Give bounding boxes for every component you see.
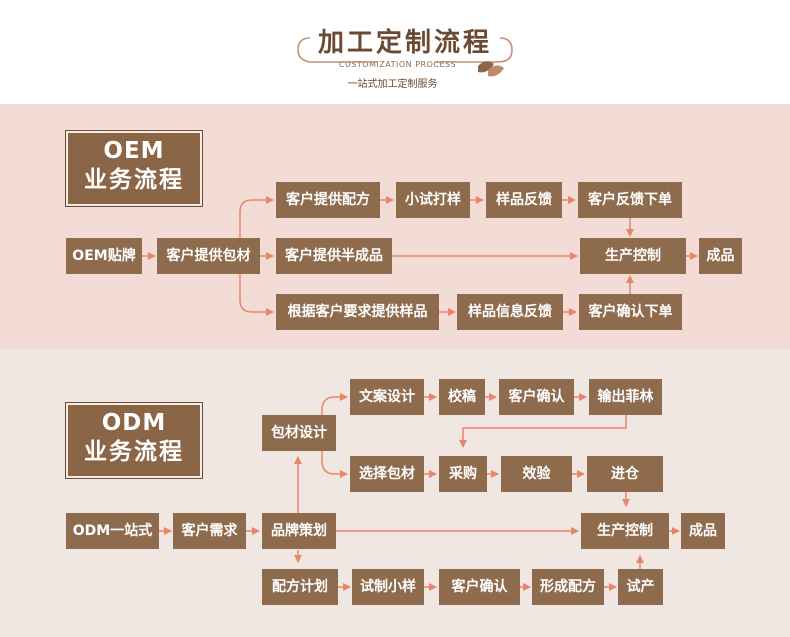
oem-client-formula-node: 客户提供配方 [276, 182, 380, 218]
page-tagline: 一站式加工定制服务 [347, 79, 438, 90]
odm-select-packaging-node: 选择包材 [350, 456, 424, 492]
odm-title-en: ODM [101, 410, 167, 436]
oem-production-control-node: 生产控制 [580, 238, 686, 274]
odm-warehouse-node: 进仓 [587, 456, 663, 492]
odm-trial-sample-node: 试制小样 [352, 569, 424, 605]
odm-client-confirm-top-node: 客户确认 [499, 379, 574, 415]
odm-client-confirm-bottom-node: 客户确认 [439, 569, 520, 605]
oem-client-confirm-order-node: 客户确认下单 [579, 294, 682, 330]
oem-semi-finished-node: 客户提供半成品 [276, 238, 392, 274]
odm-client-needs-node: 客户需求 [173, 513, 246, 549]
oem-client-order-node: 客户反馈下单 [578, 182, 682, 218]
odm-copywriting-node: 文案设计 [350, 379, 424, 415]
oem-start-node: OEM贴牌 [66, 238, 142, 274]
oem-provide-sample-node: 根据客户要求提供样品 [276, 294, 439, 330]
odm-formula-plan-node: 配方计划 [262, 569, 338, 605]
odm-proofread-node: 校稿 [439, 379, 485, 415]
odm-section-title: ODM 业务流程 [65, 402, 203, 479]
odm-verify-node: 效验 [501, 456, 572, 492]
odm-output-film-node: 输出菲林 [589, 379, 662, 415]
oem-sample-feedback-node: 样品反馈 [486, 182, 562, 218]
odm-trial-production-node: 试产 [618, 569, 663, 605]
odm-finished-node: 成品 [681, 513, 725, 549]
odm-title-cn: 业务流程 [84, 439, 184, 465]
oem-title-cn: 业务流程 [84, 167, 184, 193]
oem-title-en: OEM [103, 138, 165, 164]
odm-form-formula-node: 形成配方 [532, 569, 604, 605]
odm-start-node: ODM一站式 [66, 513, 159, 549]
odm-packaging-design-node: 包材设计 [262, 415, 336, 451]
oem-client-materials-node: 客户提供包材 [157, 238, 260, 274]
oem-section-title: OEM 业务流程 [65, 130, 203, 207]
page-title: 加工定制流程 [317, 28, 492, 58]
odm-purchase-node: 采购 [439, 456, 487, 492]
oem-trial-sample-node: 小试打样 [396, 182, 470, 218]
odm-production-control-node: 生产控制 [581, 513, 669, 549]
odm-brand-planning-node: 品牌策划 [262, 513, 336, 549]
oem-finished-node: 成品 [699, 238, 742, 274]
page-subtitle: CUSTOMIZATION PROCESS [338, 60, 457, 69]
oem-sample-info-feedback-node: 样品信息反馈 [457, 294, 563, 330]
